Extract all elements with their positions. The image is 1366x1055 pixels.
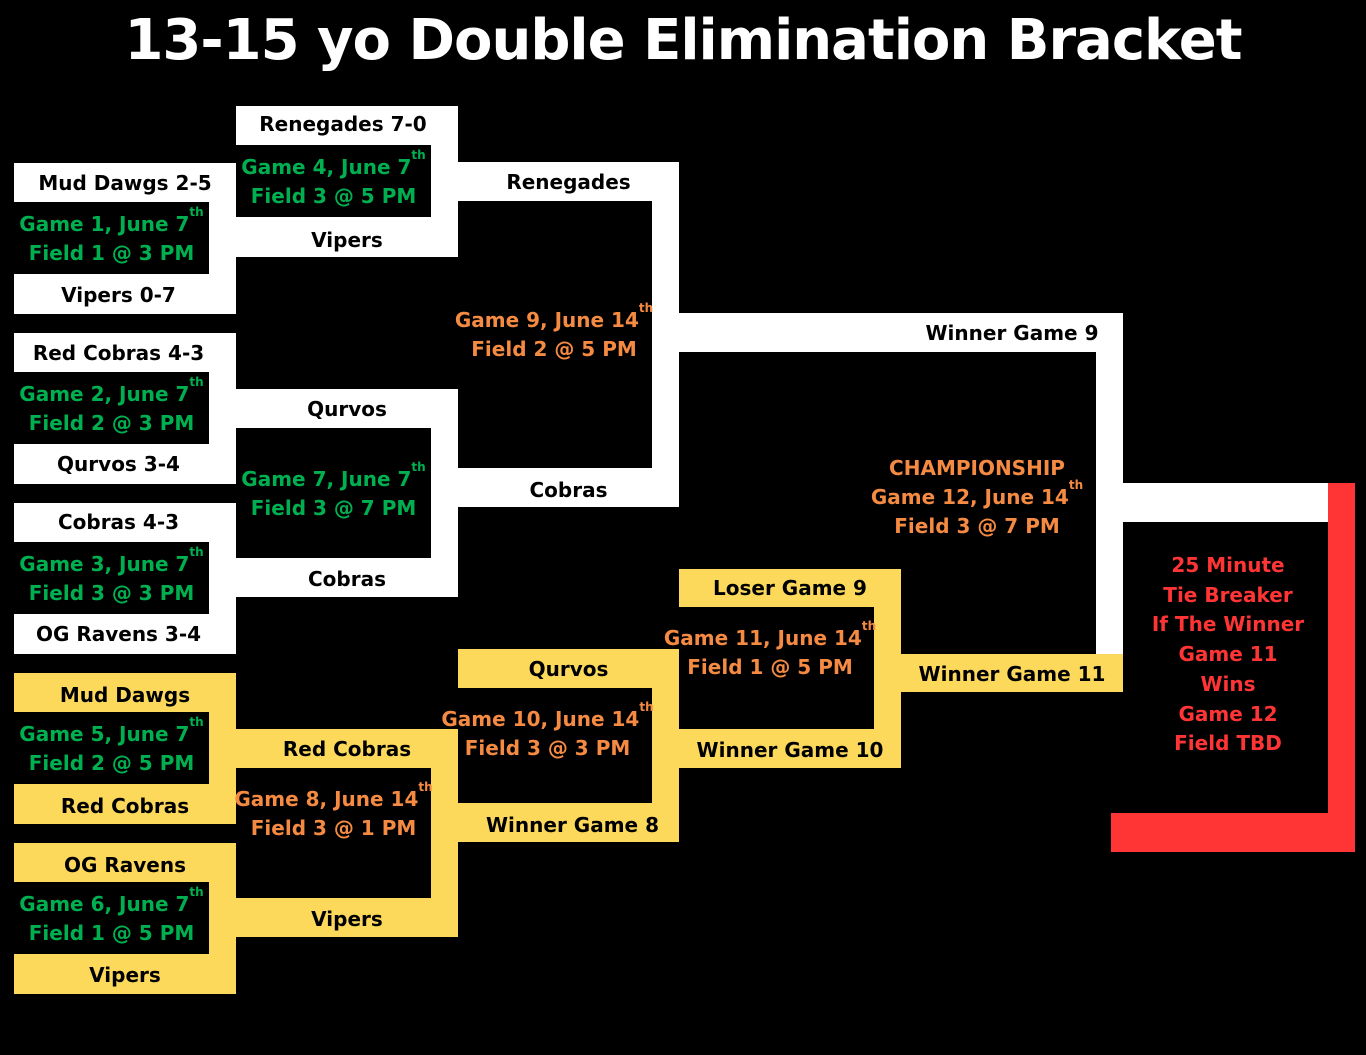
championship-connector bbox=[1123, 483, 1328, 522]
game5-date: Game 5, June 7 bbox=[19, 722, 190, 746]
game9-connector bbox=[679, 313, 901, 352]
game11-team-top: Loser Game 9 bbox=[713, 576, 867, 600]
tiebreaker-line: Tie Breaker bbox=[1163, 582, 1293, 607]
game2-team-top: Red Cobras 4-3 bbox=[32, 341, 205, 365]
game4-date: Game 4, June 7 bbox=[241, 155, 412, 179]
game5-field: Field 2 @ 5 PM bbox=[28, 751, 195, 775]
game6-info: Game 6, June 7th Field 1 @ 5 PM bbox=[14, 886, 209, 948]
tiebreaker-bracket-bottom bbox=[1111, 813, 1355, 852]
championship-team-bottom: Winner Game 11 bbox=[918, 662, 1106, 686]
game9-bracket-inner bbox=[458, 201, 652, 468]
game2-field: Field 2 @ 3 PM bbox=[28, 411, 195, 435]
game11-info: Game 11, June 14th Field 1 @ 5 PM bbox=[660, 620, 880, 682]
game5-bracket-inner bbox=[14, 712, 209, 784]
game4-team-bottom: Vipers bbox=[311, 228, 383, 252]
game1-field: Field 1 @ 3 PM bbox=[28, 241, 195, 265]
championship-info: CHAMPIONSHIP Game 12, June 14th Field 3 … bbox=[862, 454, 1092, 541]
game8-date: Game 8, June 14 bbox=[234, 787, 419, 811]
game3-date: Game 3, June 7 bbox=[19, 552, 190, 576]
game4-field: Field 3 @ 5 PM bbox=[250, 184, 417, 208]
tiebreaker-line: Field TBD bbox=[1174, 731, 1282, 756]
championship-team-top: Winner Game 9 bbox=[925, 321, 1099, 345]
game3-bracket-inner bbox=[14, 542, 209, 614]
game4-info: Game 4, June 7th Field 3 @ 5 PM bbox=[236, 149, 431, 211]
game6-bracket-inner bbox=[14, 882, 209, 954]
game2-date: Game 2, June 7 bbox=[19, 382, 190, 406]
game2-info: Game 2, June 7th Field 2 @ 3 PM bbox=[14, 376, 209, 438]
game4-team-top: Renegades 7-0 bbox=[259, 112, 427, 136]
game1-date: Game 1, June 7 bbox=[19, 212, 190, 236]
tiebreaker-line: Game 11 bbox=[1178, 642, 1278, 667]
game2-bracket-inner bbox=[14, 372, 209, 444]
game3-info: Game 3, June 7th Field 3 @ 3 PM bbox=[14, 546, 209, 608]
tiebreaker-line: Game 12 bbox=[1178, 701, 1278, 726]
game8-team-bottom: Vipers bbox=[311, 907, 383, 931]
game10-date: Game 10, June 14 bbox=[441, 707, 640, 731]
game10-team-bottom: Winner Game 8 bbox=[486, 813, 659, 837]
game7-info: Game 7, June 7th Field 3 @ 7 PM bbox=[236, 461, 431, 523]
game9-team-top: Renegades bbox=[506, 170, 631, 194]
game11-team-bottom: Winner Game 10 bbox=[696, 738, 884, 762]
game8-bracket-inner bbox=[236, 768, 431, 898]
championship-bracket-bottom bbox=[901, 654, 1123, 692]
championship-date: Game 12, June 14 bbox=[870, 485, 1069, 509]
tiebreaker-line: Wins bbox=[1200, 671, 1256, 696]
game8-field: Field 3 @ 1 PM bbox=[250, 816, 417, 840]
game10-team-top: Qurvos bbox=[528, 657, 609, 681]
game3-team-top: Cobras 4-3 bbox=[57, 510, 180, 534]
game11-field: Field 1 @ 5 PM bbox=[687, 655, 853, 679]
game1-bracket-inner bbox=[14, 202, 209, 274]
game7-team-bottom: Cobras bbox=[308, 567, 386, 591]
championship-field: Field 3 @ 7 PM bbox=[894, 514, 1060, 538]
game9-info: Game 9, June 14th Field 2 @ 5 PM bbox=[446, 302, 662, 364]
game2-team-bottom: Qurvos 3-4 bbox=[57, 452, 180, 476]
game6-team-bottom: Vipers bbox=[89, 963, 161, 987]
game1-info: Game 1, June 7th Field 1 @ 3 PM bbox=[14, 206, 209, 268]
game7-bracket-inner bbox=[236, 428, 431, 558]
game8-info: Game 8, June 14th Field 3 @ 1 PM bbox=[226, 781, 441, 843]
game1-team-bottom: Vipers 0-7 bbox=[61, 283, 176, 307]
game11-bracket-inner bbox=[679, 607, 874, 729]
game9-date: Game 9, June 14 bbox=[454, 308, 639, 332]
game7-field: Field 3 @ 7 PM bbox=[250, 496, 417, 520]
game5-info: Game 5, June 7th Field 2 @ 5 PM bbox=[14, 716, 209, 778]
tiebreaker-line: 25 Minute bbox=[1171, 553, 1285, 577]
championship-bracket-inner bbox=[901, 352, 1096, 654]
game6-date: Game 6, June 7 bbox=[19, 892, 190, 916]
game4-bracket-inner bbox=[236, 145, 431, 217]
game6-field: Field 1 @ 5 PM bbox=[28, 921, 195, 945]
game9-team-bottom: Cobras bbox=[529, 478, 608, 502]
game10-bracket-inner bbox=[458, 688, 652, 803]
game7-team-top: Qurvos bbox=[307, 397, 387, 421]
game1-team-top: Mud Dawgs 2-5 bbox=[38, 171, 212, 195]
game7-date: Game 7, June 7 bbox=[241, 467, 412, 491]
game10-info: Game 10, June 14th Field 3 @ 3 PM bbox=[435, 701, 660, 763]
tiebreaker-info: 25 Minute Tie Breaker If The Winner Game… bbox=[1128, 551, 1328, 759]
game9-field: Field 2 @ 5 PM bbox=[471, 337, 637, 361]
game11-date: Game 11, June 14 bbox=[663, 626, 862, 650]
tiebreaker-line: If The Winner bbox=[1151, 612, 1305, 637]
game8-team-top: Red Cobras bbox=[282, 737, 412, 761]
game6-team-top: OG Ravens bbox=[63, 853, 187, 877]
game10-field: Field 3 @ 3 PM bbox=[464, 736, 631, 760]
tiebreaker-bracket-vertical bbox=[1328, 483, 1355, 852]
game5-team-top: Mud Dawgs bbox=[59, 683, 191, 707]
page-title: 13-15 yo Double Elimination Bracket bbox=[124, 8, 1242, 73]
game5-team-bottom: Red Cobras bbox=[60, 794, 190, 818]
game3-field: Field 3 @ 3 PM bbox=[28, 581, 195, 605]
championship-heading: CHAMPIONSHIP bbox=[889, 456, 1065, 480]
game3-team-bottom: OG Ravens 3-4 bbox=[35, 622, 202, 646]
